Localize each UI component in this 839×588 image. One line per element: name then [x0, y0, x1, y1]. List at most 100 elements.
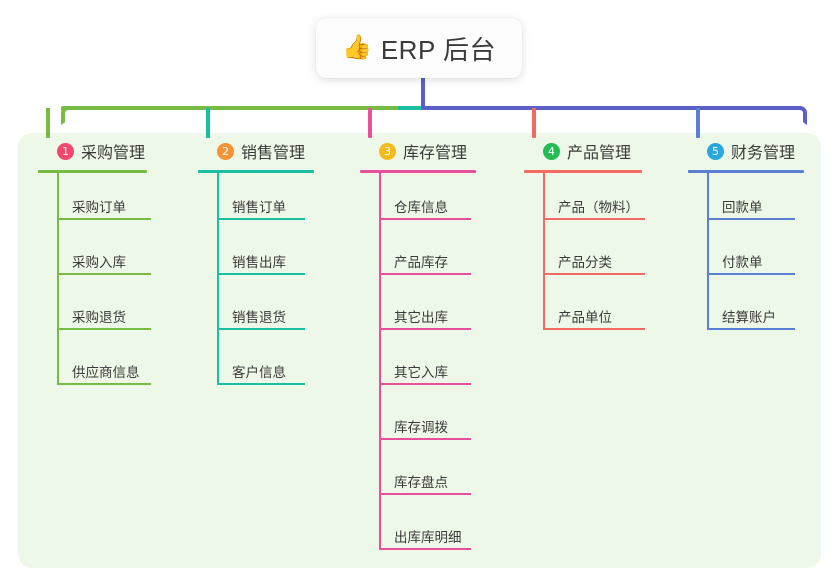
branch-children-5: 回款单付款单结算账户: [688, 173, 804, 338]
leaf-label: 产品（物料）: [558, 200, 639, 215]
leaf-node[interactable]: 产品（物料）: [524, 173, 645, 228]
leaf-label: 回款单: [722, 200, 763, 215]
branch-column-5: 5 财务管理回款单付款单结算账户: [688, 138, 804, 338]
leaf-node[interactable]: 产品单位: [524, 283, 645, 338]
branch-badge-4: 4: [543, 142, 560, 160]
branches-panel: [18, 133, 821, 568]
leaf-label: 客户信息: [232, 365, 286, 380]
root-node-title: ERP 后台: [380, 34, 497, 65]
leaf-node[interactable]: 回款单: [688, 173, 804, 228]
root-node[interactable]: 👍 ERP 后台: [316, 18, 522, 78]
leaf-label: 产品分类: [558, 255, 612, 270]
leaf-rule: [543, 273, 645, 275]
branch-stem-2: [217, 173, 219, 385]
leaf-rule: [379, 548, 471, 550]
branch-rule-2: [198, 170, 314, 173]
leaf-label: 销售订单: [232, 200, 286, 215]
connector-elbow-left: [61, 106, 80, 125]
connector-bar-blue: [423, 106, 800, 110]
connector-bar-green: [61, 106, 404, 110]
leaf-rule: [707, 218, 795, 220]
leaf-node[interactable]: 销售订单: [198, 173, 314, 228]
branch-drop-2: [206, 108, 210, 138]
branch-rule-4: [524, 170, 642, 173]
branch-rule-3: [360, 170, 476, 173]
leaf-node[interactable]: 采购退货: [38, 283, 151, 338]
leaf-node[interactable]: 仓库信息: [360, 173, 476, 228]
leaf-node[interactable]: 其它入库: [360, 338, 476, 393]
leaf-node[interactable]: 采购入库: [38, 228, 151, 283]
leaf-rule: [57, 383, 151, 385]
leaf-node[interactable]: 客户信息: [198, 338, 314, 393]
leaf-label: 采购退货: [72, 310, 126, 325]
leaf-node[interactable]: 结算账户: [688, 283, 804, 338]
leaf-label: 库存调拨: [394, 420, 448, 435]
thumbs-up-emoji: 👍: [341, 34, 372, 61]
branch-drop-3: [368, 108, 372, 138]
leaf-node[interactable]: 其它出库: [360, 283, 476, 338]
leaf-node[interactable]: 付款单: [688, 228, 804, 283]
leaf-rule: [543, 218, 645, 220]
leaf-node[interactable]: 产品分类: [524, 228, 645, 283]
branch-column-2: 2 销售管理销售订单销售出库销售退货客户信息: [198, 138, 314, 393]
branch-label-3: 库存管理: [403, 145, 468, 162]
leaf-label: 出库库明细: [394, 530, 462, 545]
leaf-rule: [379, 218, 471, 220]
leaf-node[interactable]: 销售出库: [198, 228, 314, 283]
leaf-rule: [379, 438, 471, 440]
leaf-rule: [379, 273, 471, 275]
leaf-label: 销售退货: [232, 310, 286, 325]
leaf-label: 产品单位: [558, 310, 612, 325]
branch-children-4: 产品（物料） 产品分类产品单位: [524, 173, 645, 338]
branch-badge-2: 2: [217, 142, 234, 160]
branch-drop-5: [696, 108, 700, 138]
branch-stem-1: [57, 173, 59, 385]
branch-label-5: 财务管理: [731, 145, 796, 162]
leaf-rule: [379, 383, 471, 385]
branch-badge-1: 1: [57, 142, 74, 160]
leaf-rule: [217, 383, 305, 385]
branch-header-5[interactable]: 5 财务管理: [688, 138, 804, 164]
root-stem-connector: [421, 76, 425, 110]
leaf-rule: [379, 493, 471, 495]
leaf-label: 其它入库: [394, 365, 448, 380]
leaf-node[interactable]: 库存盘点: [360, 448, 476, 503]
leaf-node[interactable]: 供应商信息: [38, 338, 151, 393]
leaf-label: 付款单: [722, 255, 763, 270]
leaf-label: 其它出库: [394, 310, 448, 325]
branch-children-3: 仓库信息产品库存其它出库其它入库库存调拨库存盘点出库库明细: [360, 173, 476, 558]
leaf-node[interactable]: 库存调拨: [360, 393, 476, 448]
leaf-rule: [217, 218, 305, 220]
leaf-label: 销售出库: [232, 255, 286, 270]
branch-children-2: 销售订单销售出库销售退货客户信息: [198, 173, 314, 393]
leaf-rule: [217, 273, 305, 275]
leaf-rule: [707, 328, 795, 330]
leaf-rule: [57, 273, 151, 275]
branch-stem-3: [379, 173, 381, 550]
leaf-rule: [217, 328, 305, 330]
leaf-label: 供应商信息: [72, 365, 140, 380]
branch-rule-1: [38, 170, 147, 173]
branch-stem-5: [707, 173, 709, 330]
leaf-node[interactable]: 销售退货: [198, 283, 314, 338]
leaf-label: 仓库信息: [394, 200, 448, 215]
branch-label-2: 销售管理: [241, 145, 306, 162]
branch-header-2[interactable]: 2 销售管理: [198, 138, 314, 164]
leaf-node[interactable]: 采购订单: [38, 173, 151, 228]
connector-elbow-right: [788, 106, 807, 125]
branch-rule-5: [688, 170, 804, 173]
leaf-label: 库存盘点: [394, 475, 448, 490]
leaf-label: 结算账户: [722, 310, 776, 325]
branch-children-1: 采购订单采购入库采购退货供应商信息: [38, 173, 151, 393]
leaf-node[interactable]: 产品库存: [360, 228, 476, 283]
branch-badge-5: 5: [707, 142, 724, 160]
leaf-node[interactable]: 出库库明细: [360, 503, 476, 558]
leaf-rule: [57, 218, 151, 220]
leaf-rule: [57, 328, 151, 330]
